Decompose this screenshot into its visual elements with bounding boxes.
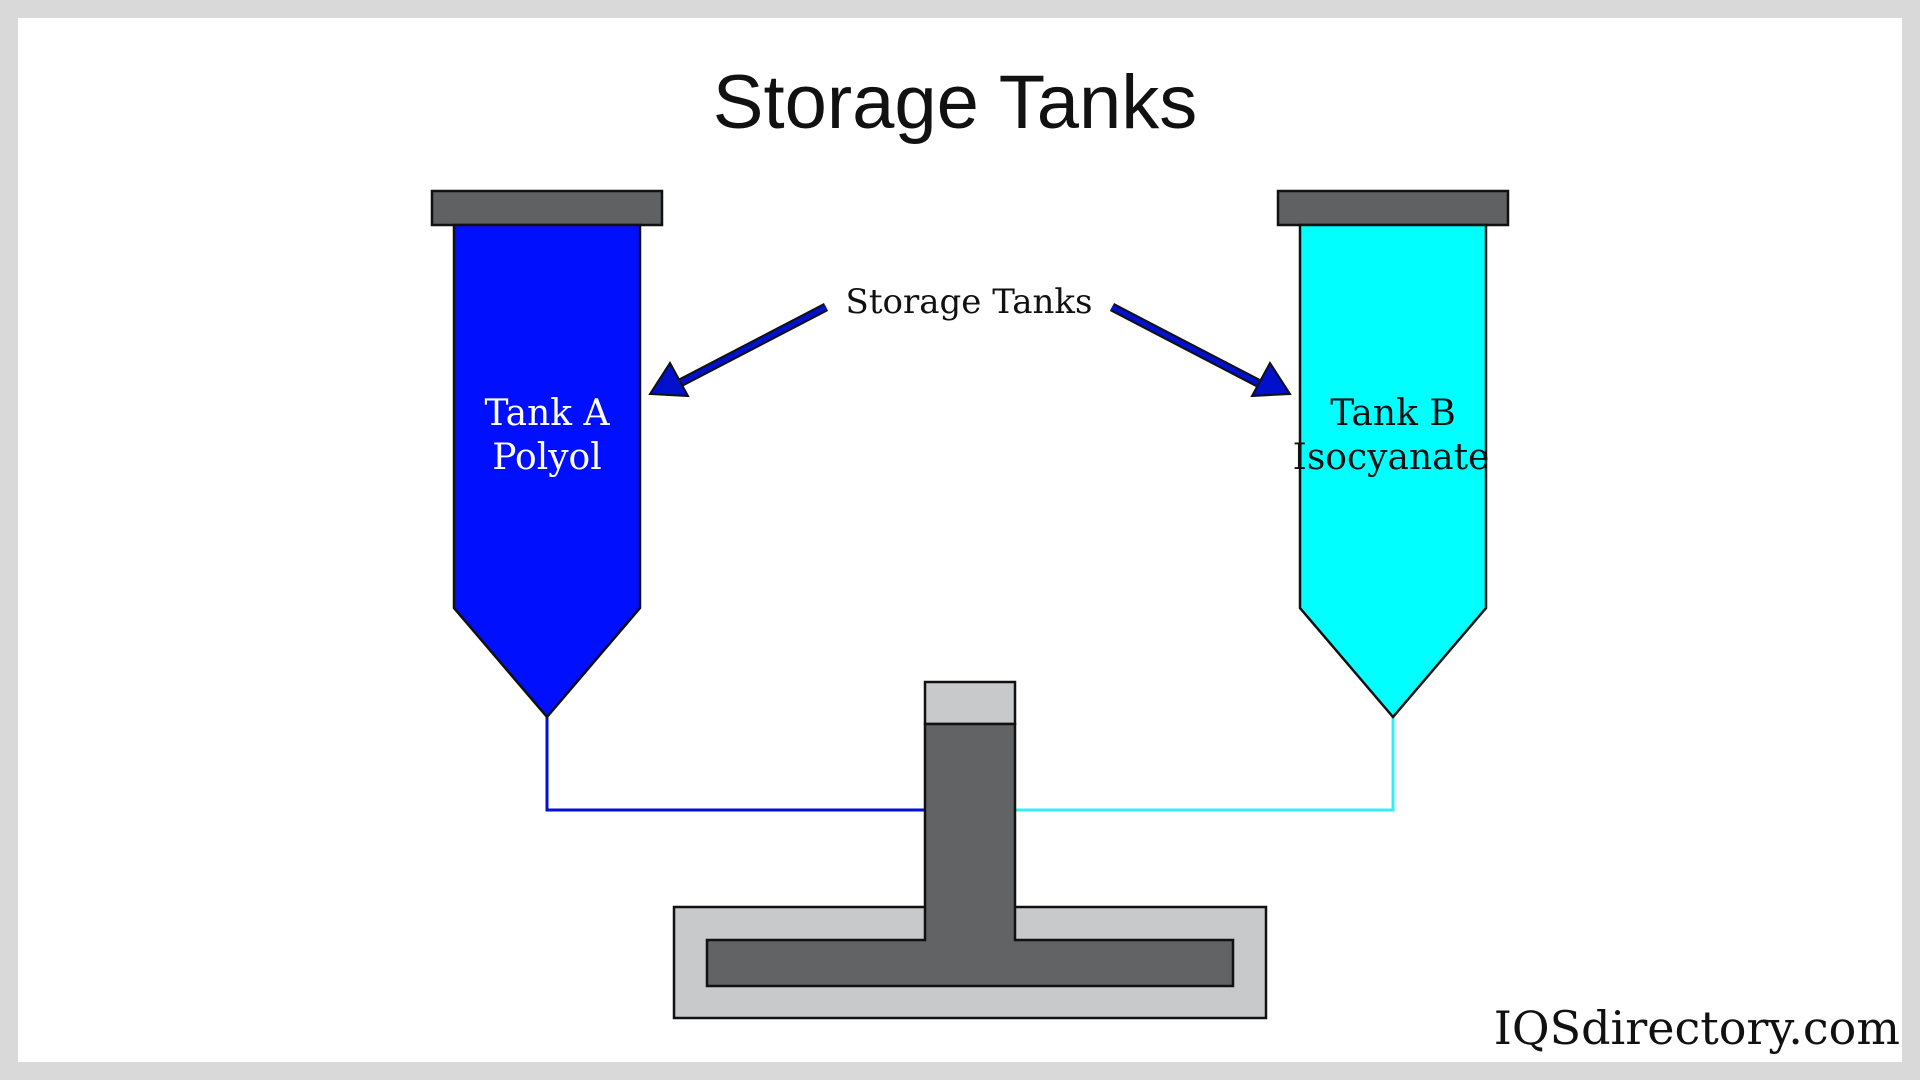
tank-b-body	[1298, 223, 1488, 719]
tank-a-cap	[430, 189, 664, 227]
tank-b-material: Isocyanate	[1293, 437, 1490, 478]
tank-a-body	[452, 223, 642, 719]
storage-tanks-callout: Storage Tanks	[846, 282, 1093, 322]
diagram-title: Storage Tanks	[713, 60, 1197, 145]
tank-b-name: Tank B	[1330, 393, 1456, 434]
tank-a-material: Polyol	[492, 437, 601, 478]
mixer-valve-cap	[923, 680, 1017, 726]
tank-b-pipe	[1015, 717, 1395, 812]
tank-a-pipe	[545, 717, 925, 812]
mixer-manifold	[705, 722, 1235, 988]
arrow-to-tank-a	[648, 303, 829, 398]
tank-a-name: Tank A	[484, 393, 610, 434]
arrow-to-tank-b	[1109, 303, 1292, 398]
tank-b-cap	[1276, 189, 1510, 227]
watermark: IQSdirectory.com	[1494, 1001, 1900, 1055]
